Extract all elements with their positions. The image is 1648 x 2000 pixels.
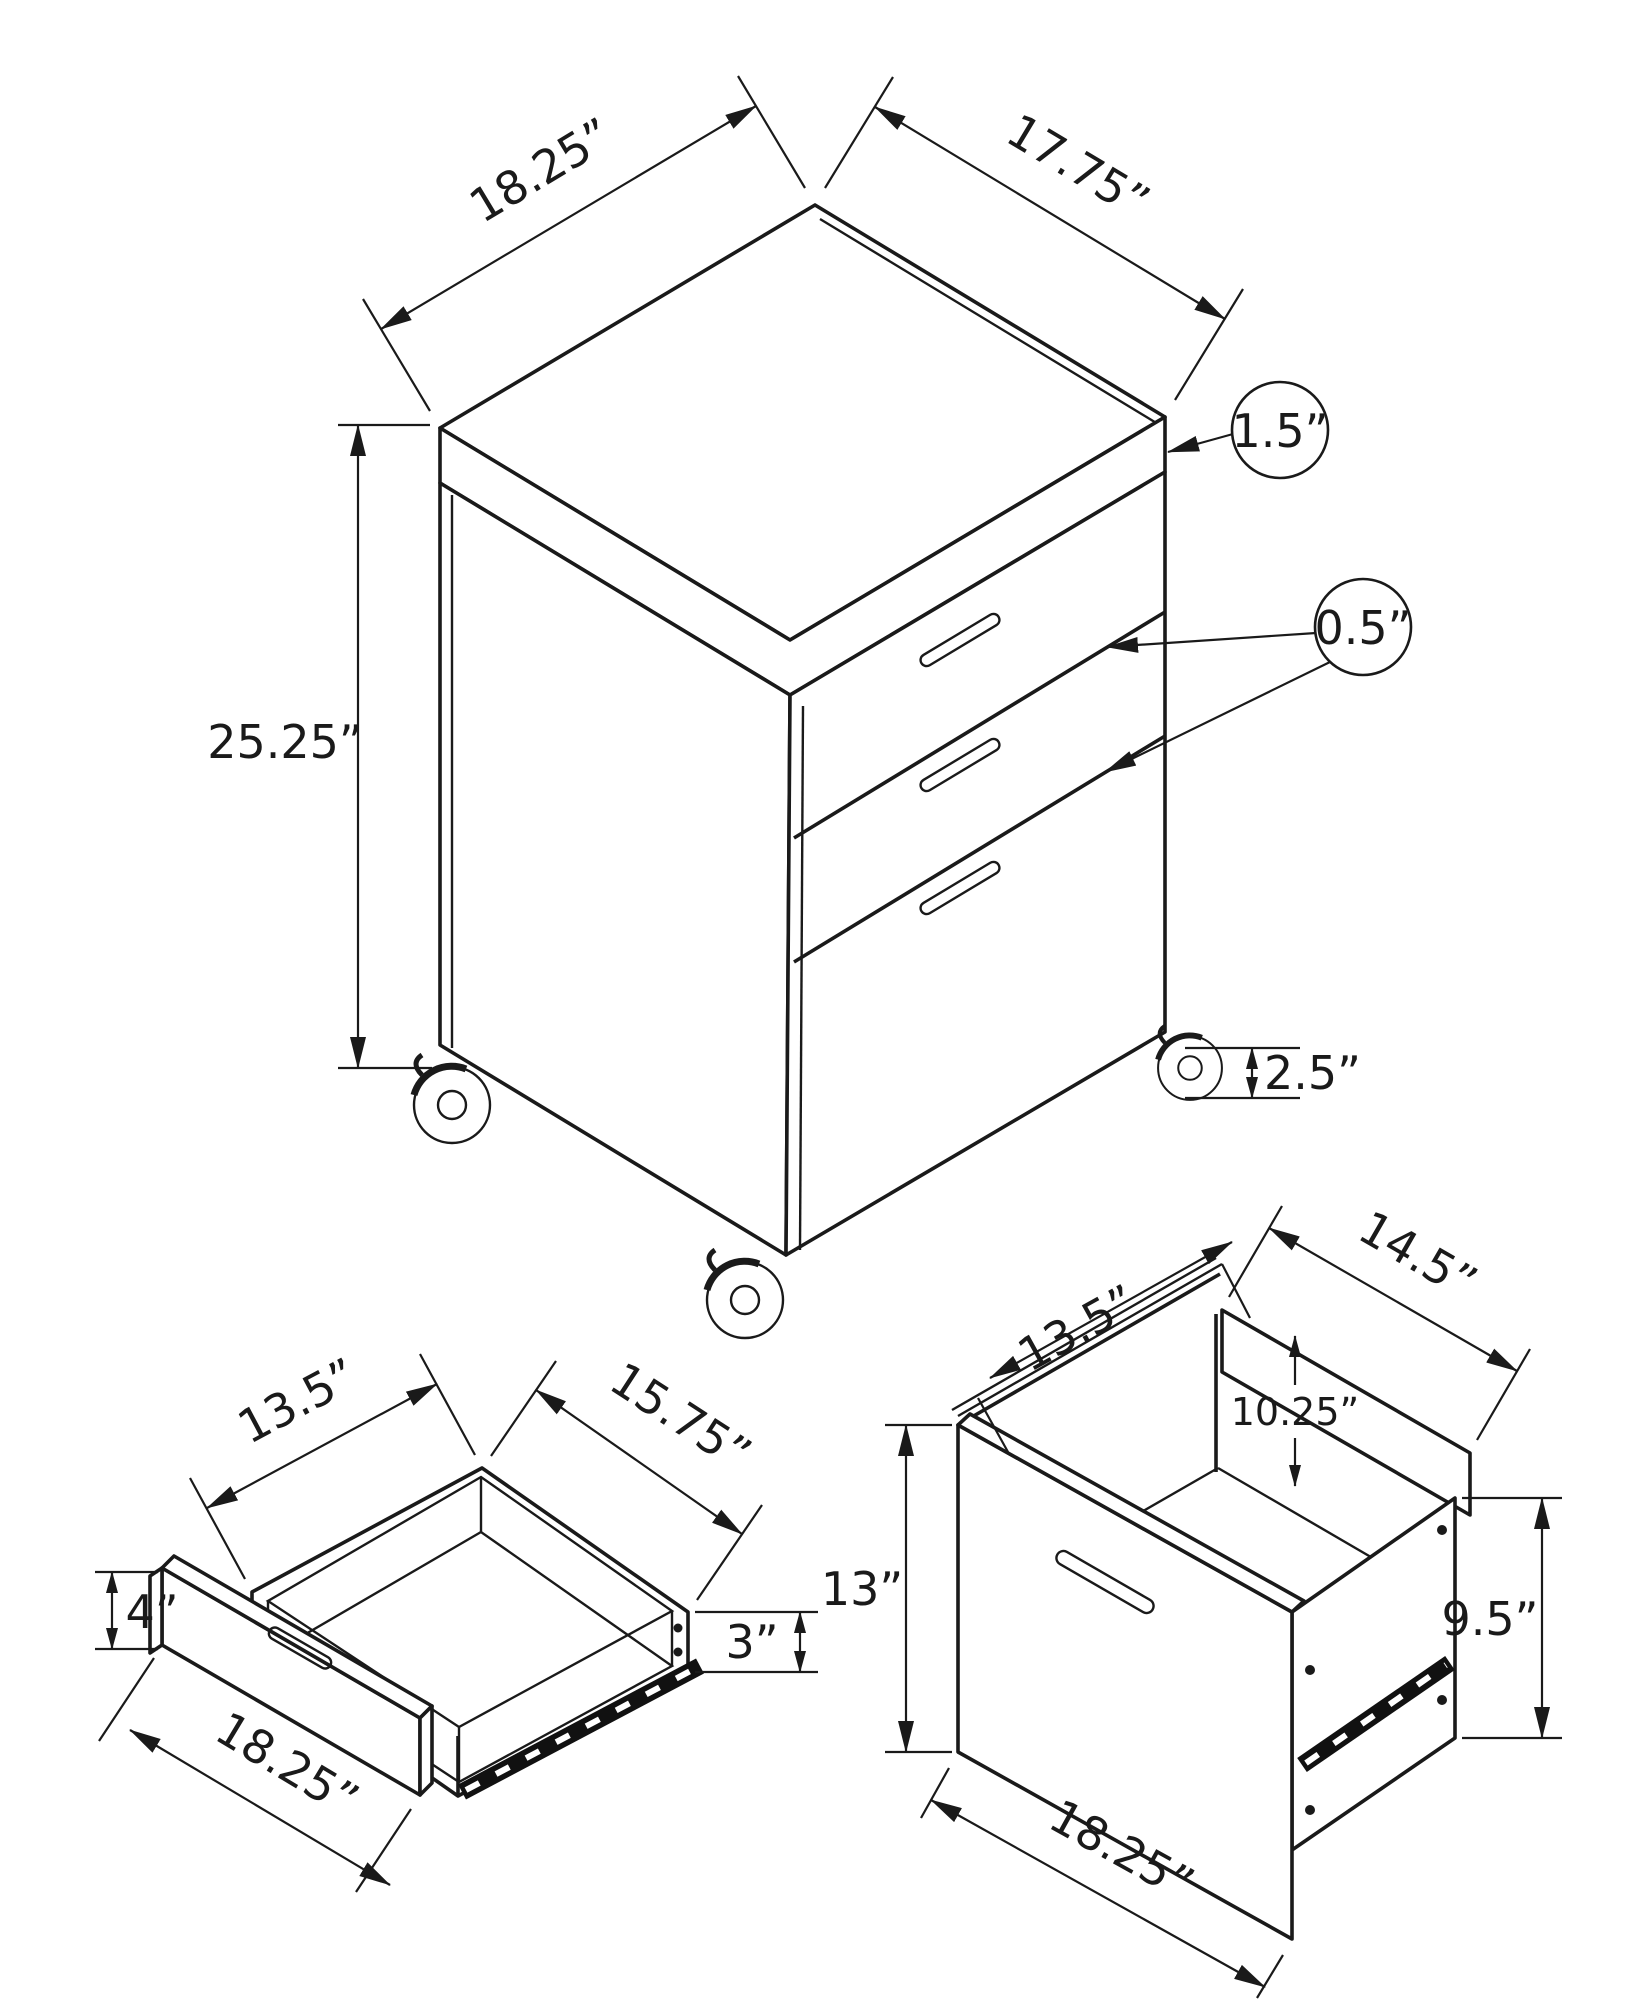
drawer-handle-1 xyxy=(919,612,1001,668)
file-drawer-interior-depth-label: 10.25” xyxy=(1231,1390,1359,1434)
callout-drawer-gap: 0.5” xyxy=(1104,577,1413,773)
drawer-depth-label: 15.75” xyxy=(601,1352,761,1482)
cabinet-figure: 18.25” 17.75” 25.25” 1.5” 0.5” xyxy=(207,75,1413,1340)
cabinet-front-corner-round xyxy=(798,705,805,1251)
dim-drawer-front-height: 4” xyxy=(95,1570,179,1651)
file-drawer-handle xyxy=(1055,1549,1155,1615)
side-screw-4 xyxy=(1437,1695,1447,1705)
dim-cabinet-height: 25.25” xyxy=(207,423,432,1070)
rail-screw-1 xyxy=(673,1623,683,1633)
drawer-front-handle xyxy=(267,1626,333,1670)
cabinet-drawer-gap-label: 0.5” xyxy=(1315,601,1412,655)
dim-file-drawer-interior-depth: 10.25” xyxy=(1231,1335,1359,1487)
side-screw-1 xyxy=(1305,1665,1315,1675)
drawer-side-height-label: 3” xyxy=(725,1615,778,1669)
caster-front xyxy=(703,1247,785,1340)
file-drawer-floor-back xyxy=(1217,1466,1377,1562)
dim-caster-height: 2.5” xyxy=(1185,1046,1361,1100)
cabinet-top-thickness-label: 1.5” xyxy=(1232,404,1329,458)
dim-file-drawer-side-height: 9.5” xyxy=(1442,1496,1562,1740)
cabinet-top-width-label: 18.25” xyxy=(460,107,621,233)
rail-screw-2 xyxy=(673,1647,683,1657)
caster-right xyxy=(1155,1024,1223,1101)
file-drawer-front-panel-top xyxy=(956,1412,1306,1614)
shallow-drawer-figure: 13.5” 15.75” 4” 3” 18.25” xyxy=(95,1347,818,1893)
file-drawer-front-height-label: 13” xyxy=(821,1562,903,1616)
file-drawer-width-label: 13.5” xyxy=(1009,1274,1146,1382)
cabinet-top-depth-label: 17.75” xyxy=(998,103,1159,229)
caster-left xyxy=(410,1052,492,1145)
side-screw-2 xyxy=(1305,1805,1315,1815)
callout-top-thickness: 1.5” xyxy=(1167,380,1330,480)
dim-file-drawer-front-height: 13” xyxy=(821,1423,952,1754)
file-drawer-figure: 13.5” 14.5” 10.25” 13” 9.5” xyxy=(821,1200,1562,1999)
drawer-width-label: 13.5” xyxy=(229,1347,366,1454)
drawer-handle-3 xyxy=(919,860,1001,916)
cabinet-height-label: 25.25” xyxy=(207,715,363,769)
drawer-front-panel-end xyxy=(418,1704,434,1797)
dim-file-drawer-width: 13.5” xyxy=(977,1241,1251,1453)
dim-drawer-side-height: 3” xyxy=(695,1610,818,1674)
drawer-gap-line-1 xyxy=(793,610,1166,840)
drawer-gap-line-2 xyxy=(793,734,1166,964)
drawer-handle-2 xyxy=(919,737,1001,793)
side-screw-3 xyxy=(1437,1525,1447,1535)
file-drawer-depth-label: 14.5” xyxy=(1350,1200,1486,1310)
drawer-front-panel-cap xyxy=(148,1566,164,1655)
drawer-front-height-label: 4” xyxy=(125,1585,178,1639)
file-drawer-side-height-label: 9.5” xyxy=(1442,1592,1539,1646)
caster-height-label: 2.5” xyxy=(1264,1046,1361,1100)
